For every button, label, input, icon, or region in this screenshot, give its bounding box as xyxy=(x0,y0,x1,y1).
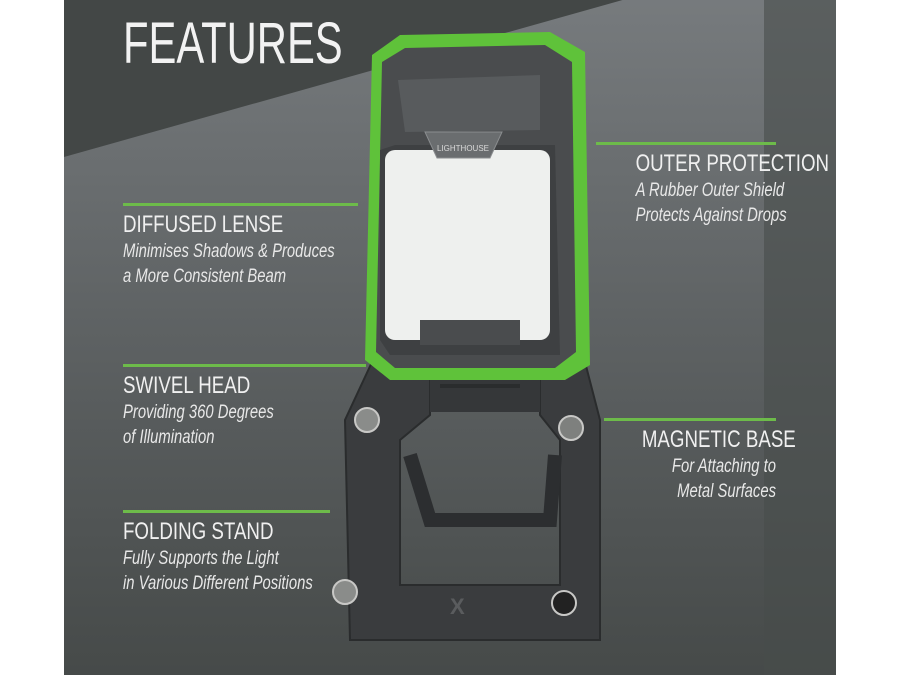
magnet-icon xyxy=(354,407,380,433)
light-head: LIGHTHOUSE xyxy=(365,32,590,380)
feature-title: DIFFUSED LENSE xyxy=(123,211,284,238)
work-light-product: X LIGHTHOUSE xyxy=(332,32,601,641)
feature-desc-line: A Rubber Outer Shield xyxy=(635,180,785,201)
magnet-icon xyxy=(558,415,584,441)
accent-line xyxy=(123,364,366,367)
accent-line xyxy=(596,142,776,145)
feature-desc-line: For Attaching to xyxy=(671,456,776,477)
folding-stand: X xyxy=(332,353,601,641)
feature-title: MAGNETIC BASE xyxy=(641,426,796,453)
features-panel: X LIGHTHOUSE FEATURES xyxy=(64,0,836,675)
svg-text:X: X xyxy=(450,594,465,619)
feature-desc-line: Providing 360 Degrees xyxy=(123,402,274,423)
feature-desc-line: of Illumination xyxy=(123,427,215,448)
magnet-icon xyxy=(551,590,577,616)
page-title: FEATURES xyxy=(123,11,343,76)
feature-diffused-lense: DIFFUSED LENSE Minimises Shadows & Produ… xyxy=(123,203,394,289)
feature-desc-line: Fully Supports the Light xyxy=(123,548,279,569)
feature-desc-line: in Various Different Positions xyxy=(123,573,313,594)
feature-desc-line: a More Consistent Beam xyxy=(123,266,287,287)
feature-magnetic-base: MAGNETIC BASE For Attaching to Metal Sur… xyxy=(604,418,796,504)
feature-title: SWIVEL HEAD xyxy=(123,372,251,399)
brand-badge: LIGHTHOUSE xyxy=(437,144,489,153)
feature-desc-line: Minimises Shadows & Produces xyxy=(123,241,335,262)
feature-title: OUTER PROTECTION xyxy=(635,150,830,177)
feature-title: FOLDING STAND xyxy=(123,518,274,545)
diffused-lens xyxy=(385,150,550,340)
accent-line xyxy=(604,418,776,421)
accent-line xyxy=(123,510,330,513)
accent-line xyxy=(123,203,358,206)
feature-desc-line: Protects Against Drops xyxy=(635,205,787,226)
feature-outer-protection: OUTER PROTECTION A Rubber Outer Shield P… xyxy=(596,142,830,228)
magnet-icon xyxy=(332,579,358,605)
feature-desc-line: Metal Surfaces xyxy=(677,481,776,502)
feature-swivel-head: SWIVEL HEAD Providing 360 Degrees of Ill… xyxy=(123,364,366,450)
feature-folding-stand: FOLDING STAND Fully Supports the Light i… xyxy=(123,510,366,596)
